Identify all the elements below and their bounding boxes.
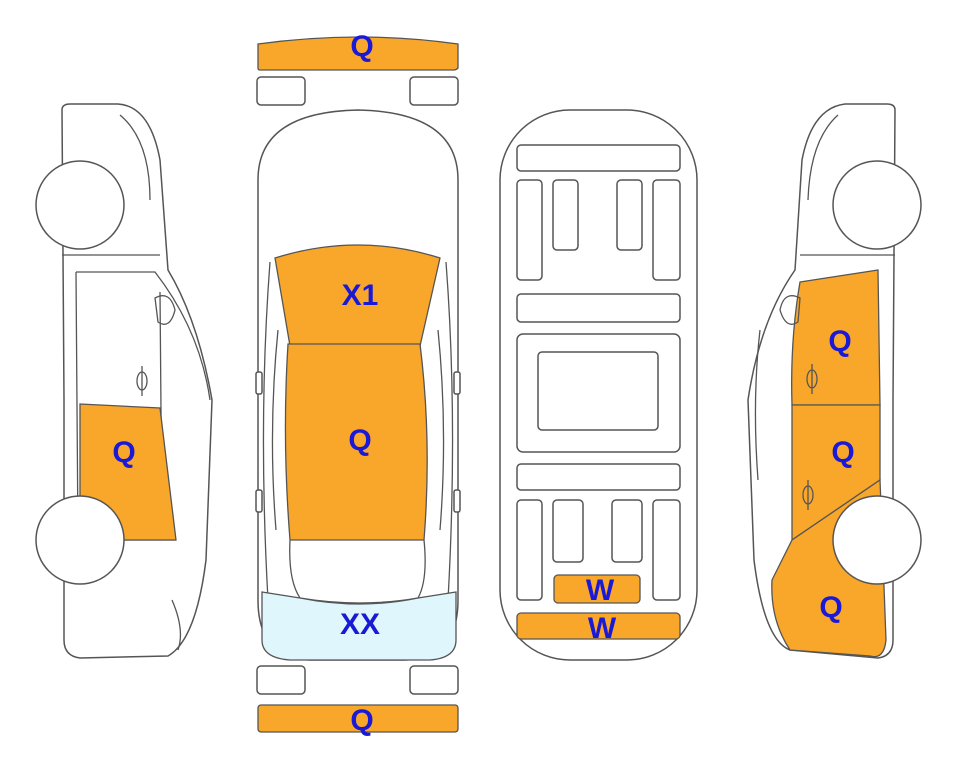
- right-rear-quarter-label: Q: [819, 591, 842, 624]
- underbody-view: W W: [499, 109, 698, 661]
- right-rear-handle-icon: [802, 480, 814, 510]
- right-side-view: Q Q Q: [747, 103, 922, 659]
- underbody-lower-damage: [516, 612, 681, 640]
- right-front-wheel-icon: [832, 160, 922, 250]
- underbody-upper-label: W: [586, 574, 615, 607]
- left-side-view: Q: [35, 103, 213, 659]
- windshield-label: X1: [342, 279, 379, 312]
- front-bumper-label: Q: [350, 30, 373, 63]
- right-front-door-label: Q: [828, 325, 851, 358]
- front-right-light-icon: [409, 76, 459, 106]
- rear-bumper-damage: [257, 704, 459, 733]
- left-front-wheel-icon: [35, 160, 125, 250]
- right-rear-wheel-icon: [832, 495, 922, 585]
- rear-window-damage: [261, 591, 457, 661]
- rear-bumper-label: Q: [350, 704, 373, 737]
- right-front-handle-icon: [806, 364, 818, 394]
- left-mirror-icon: [154, 295, 176, 325]
- right-rear-door-label: Q: [831, 436, 854, 469]
- underbody-lower-label: W: [588, 612, 617, 645]
- left-rear-wheel-icon: [35, 495, 125, 585]
- right-mirror-icon: [779, 295, 801, 325]
- underbody-upper-damage: [553, 574, 641, 604]
- front-bumper-damage: [257, 36, 459, 71]
- left-front-handle-icon: [136, 366, 148, 396]
- roof-label: Q: [348, 424, 371, 457]
- front-left-light-icon: [256, 76, 306, 106]
- rear-window-label: XX: [340, 608, 380, 641]
- rear-right-light-icon: [409, 665, 459, 695]
- rear-left-light-icon: [256, 665, 306, 695]
- windshield-damage: [274, 244, 441, 347]
- left-rear-door-label: Q: [112, 436, 135, 469]
- top-view: Q X1 Q XX Q: [255, 30, 461, 737]
